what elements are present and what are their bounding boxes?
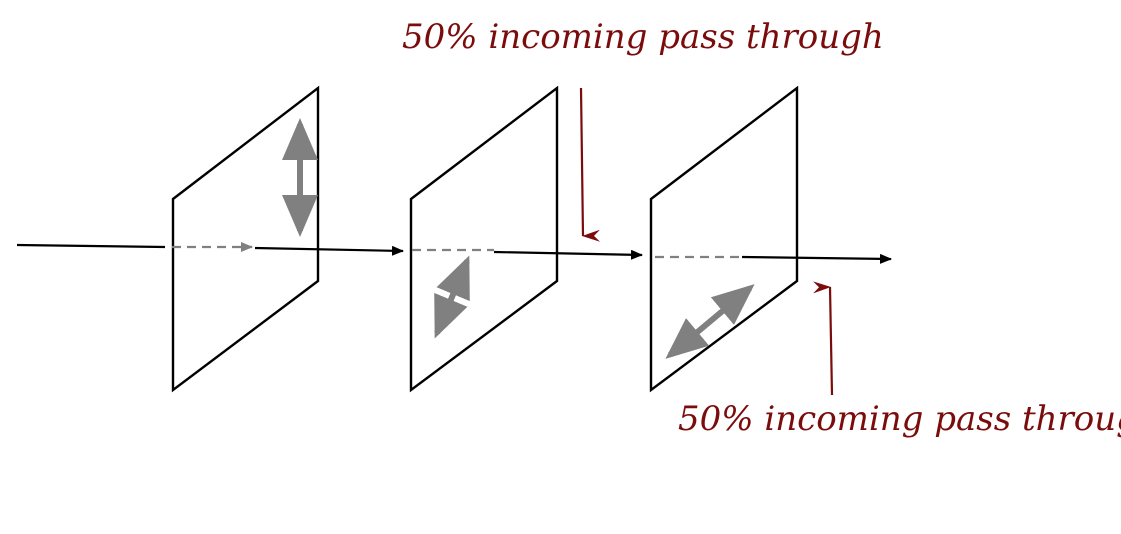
beam-segment-2 — [493, 249, 643, 260]
beam-segment-1 — [254, 245, 404, 256]
polarizer-3-axis-arrow — [665, 284, 755, 359]
polarizer-1-frame — [171, 85, 320, 393]
polarizer-3-frame — [649, 85, 799, 393]
outgoing-beam — [741, 253, 892, 264]
annotation-top-label: 50% incoming pass through — [402, 17, 884, 57]
annotation-bottom-label: 50% incoming pass through — [678, 399, 1121, 439]
annotation-top-arrow — [579, 87, 601, 242]
annotation-bottom-arrow — [812, 281, 834, 396]
incoming-beam — [16, 243, 166, 249]
polarizer-2-frame — [409, 85, 559, 393]
polarizer-2-axis-arrow — [434, 255, 470, 339]
